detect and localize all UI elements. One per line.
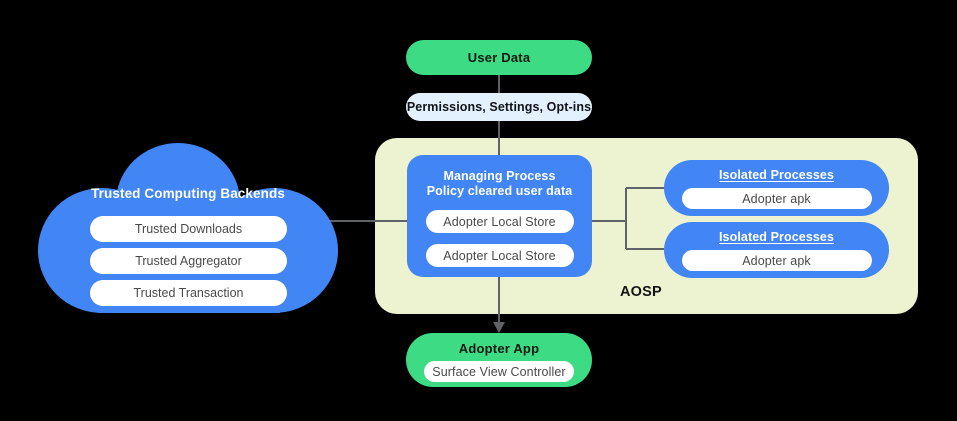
cloud-row-trusted-downloads[interactable]: Trusted Downloads	[90, 216, 287, 242]
isolated-process-title-1[interactable]: Isolated Processes	[718, 168, 835, 182]
managing-process-title: Managing Process Policy cleared user dat…	[427, 169, 573, 199]
isolated-process-title-2[interactable]: Isolated Processes	[718, 230, 835, 244]
surface-view-controller[interactable]: Surface View Controller	[424, 361, 574, 382]
adopter-local-store-2[interactable]: Adopter Local Store	[425, 244, 574, 267]
managing-process-title-line1: Managing Process	[443, 169, 556, 183]
adopter-apk-2[interactable]: Adopter apk	[681, 250, 872, 271]
adopter-app-title: Adopter App	[458, 341, 540, 356]
aosp-label: AOSP	[620, 284, 662, 300]
adopter-apk-1[interactable]: Adopter apk	[681, 188, 872, 209]
trusted-computing-backends-cloud: Trusted Computing Backends Trusted Downl…	[38, 143, 338, 313]
adopter-local-store-1[interactable]: Adopter Local Store	[425, 210, 574, 233]
user-data-box[interactable]: User Data	[406, 40, 592, 75]
arrowhead-adopter-app	[493, 322, 505, 333]
adopter-app-box[interactable]: Adopter App Surface View Controller	[406, 333, 592, 387]
cloud-row-trusted-transaction[interactable]: Trusted Transaction	[90, 280, 287, 306]
isolated-process-box-1[interactable]: Isolated Processes Adopter apk	[664, 160, 889, 216]
cloud-title: Trusted Computing Backends	[91, 186, 285, 201]
managing-process-box[interactable]: Managing Process Policy cleared user dat…	[407, 155, 592, 277]
isolated-process-box-2[interactable]: Isolated Processes Adopter apk	[664, 222, 889, 278]
cloud-row-trusted-aggregator[interactable]: Trusted Aggregator	[90, 248, 287, 274]
permissions-settings-optins-box[interactable]: Permissions, Settings, Opt-ins	[406, 93, 592, 121]
managing-process-title-line2: Policy cleared user data	[426, 184, 573, 198]
